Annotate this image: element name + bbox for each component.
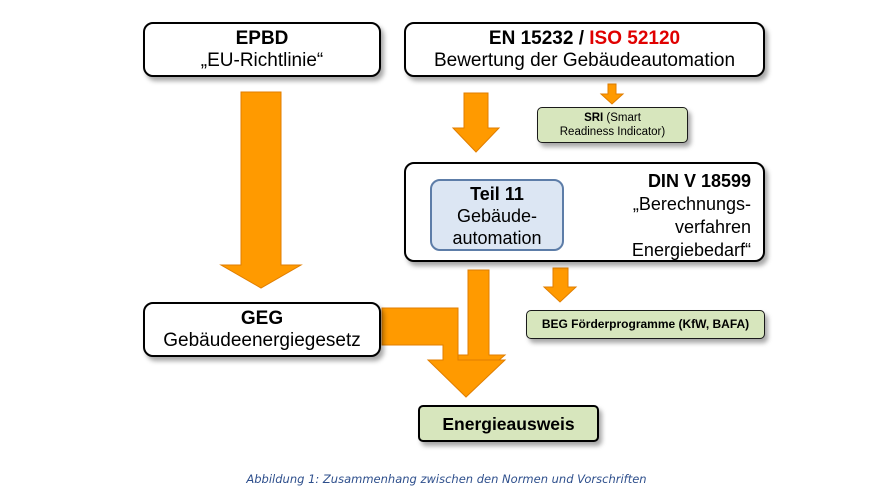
geg-box: GEG Gebäudeenergiegesetz xyxy=(143,302,381,357)
en-title-part: EN 15232 / xyxy=(488,28,590,49)
teil-line-1: Gebäude- xyxy=(456,206,538,226)
energieausweis-box: Energieausweis xyxy=(418,405,599,442)
din-v-18599-box: Teil 11 Gebäude- automation DIN V 18599 … xyxy=(404,162,765,262)
sri-bold: SRI xyxy=(584,112,604,124)
din-title: DIN V 18599 xyxy=(647,171,751,191)
energieausweis-label: Energieausweis xyxy=(442,414,575,434)
geg-title: GEG xyxy=(240,308,284,329)
din-line-3: Energiebedarf“ xyxy=(631,240,751,260)
arrow-epbd-to-geg xyxy=(219,91,303,289)
iso-title-part: ISO 52120 xyxy=(589,28,681,49)
en-15232-box: EN 15232 / ISO 52120 Bewertung der Gebäu… xyxy=(404,22,765,77)
arrow-geg-to-energieausweis xyxy=(381,307,507,398)
din-text: DIN V 18599 „Berechnungs- verfahren Ener… xyxy=(632,170,751,262)
sri-box: SRI (Smart Readiness Indicator) xyxy=(537,107,688,143)
beg-box: BEG Förderprogramme (KfW, BAFA) xyxy=(526,310,765,339)
en-subtitle: Bewertung der Gebäudeautomation xyxy=(433,50,736,71)
teil-11-box: Teil 11 Gebäude- automation xyxy=(430,179,564,251)
arrow-en-to-din xyxy=(451,92,501,153)
beg-label: BEG Förderprogramme (KfW, BAFA) xyxy=(541,317,750,331)
epbd-title: EPBD xyxy=(235,28,289,49)
din-line-2: verfahren xyxy=(674,217,751,237)
arrow-din-to-beg xyxy=(542,267,578,303)
sri-line1-rest: (Smart xyxy=(603,112,641,124)
geg-subtitle: Gebäudeenergiegesetz xyxy=(163,330,361,351)
teil-title: Teil 11 xyxy=(470,184,524,204)
teil-line-2: automation xyxy=(452,228,542,248)
figure-caption: Abbildung 1: Zusammenhang zwischen den N… xyxy=(246,472,647,486)
din-line-1: „Berechnungs- xyxy=(632,194,751,214)
epbd-subtitle: „EU-Richtlinie“ xyxy=(200,50,324,71)
epbd-box: EPBD „EU-Richtlinie“ xyxy=(143,22,381,77)
arrow-en-to-sri xyxy=(599,83,625,105)
sri-line2: Readiness Indicator) xyxy=(559,126,666,138)
